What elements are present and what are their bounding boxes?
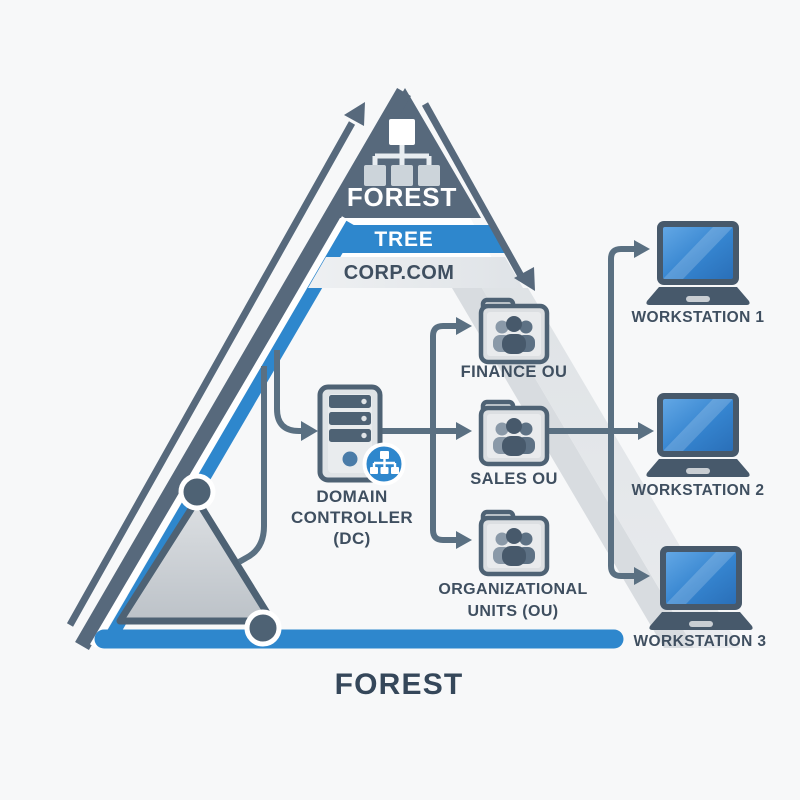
forest-bottom-label: FOREST [335,668,464,701]
users-glyph [493,418,535,456]
down-arrow [421,102,535,291]
org-units-icon [478,509,550,577]
forest-top-label: FOREST [347,182,457,212]
workstation2-laptop-icon [646,393,750,477]
workstation3-laptop-icon [649,546,753,630]
dc-label-line3: (DC) [333,529,370,548]
workstation1-label: WORKSTATION 1 [632,309,765,326]
workstation2-label: WORKSTATION 2 [632,482,765,499]
workstation1-laptop-icon [646,221,750,305]
up-arrow [66,102,365,627]
arrowhead-ws1 [634,240,650,258]
arrowhead-ws3 [634,567,650,585]
sales-ou-icon [478,399,550,467]
connector-to-child-domain [237,366,267,565]
domain-controller-icon [317,384,406,486]
users-glyph [493,316,535,354]
server-power-dot [342,451,358,467]
workstation3-label: WORKSTATION 3 [634,633,767,650]
child-domain-triangle [116,473,282,647]
finance-ou-label: FINANCE OU [461,363,568,381]
pyramid-left-edge [75,87,411,651]
finance-ou-icon [478,297,550,365]
arrowhead-sales [456,422,472,440]
arrowhead-dc [301,421,318,441]
tree-label: TREE [374,228,433,251]
domain-band [308,257,523,288]
tree-band [328,225,510,253]
sales-ou-label: SALES OU [470,470,558,488]
forest-org-tree-icon [364,119,440,186]
node-circle-bottom [244,609,282,647]
users-glyph [493,528,535,566]
org-units-label-line2: UNITS (OU) [467,603,558,620]
left-edge-gap [89,216,349,648]
arrowhead-ws2 [638,422,654,440]
domain-label: CORP.COM [344,262,455,284]
connector-ou-to-workstations [548,240,654,585]
connector-domain-to-dc [274,350,318,441]
dc-network-badge-icon [362,442,406,486]
connector-dc-to-ous [380,317,472,549]
node-circle-top [178,473,216,511]
dc-label-line2: CONTROLLER [291,508,413,527]
dc-label-line1: DOMAIN [316,487,387,506]
arrowhead-finance [456,317,472,335]
arrowhead-org [456,531,472,549]
org-units-label-line1: ORGANIZATIONAL [438,581,587,598]
